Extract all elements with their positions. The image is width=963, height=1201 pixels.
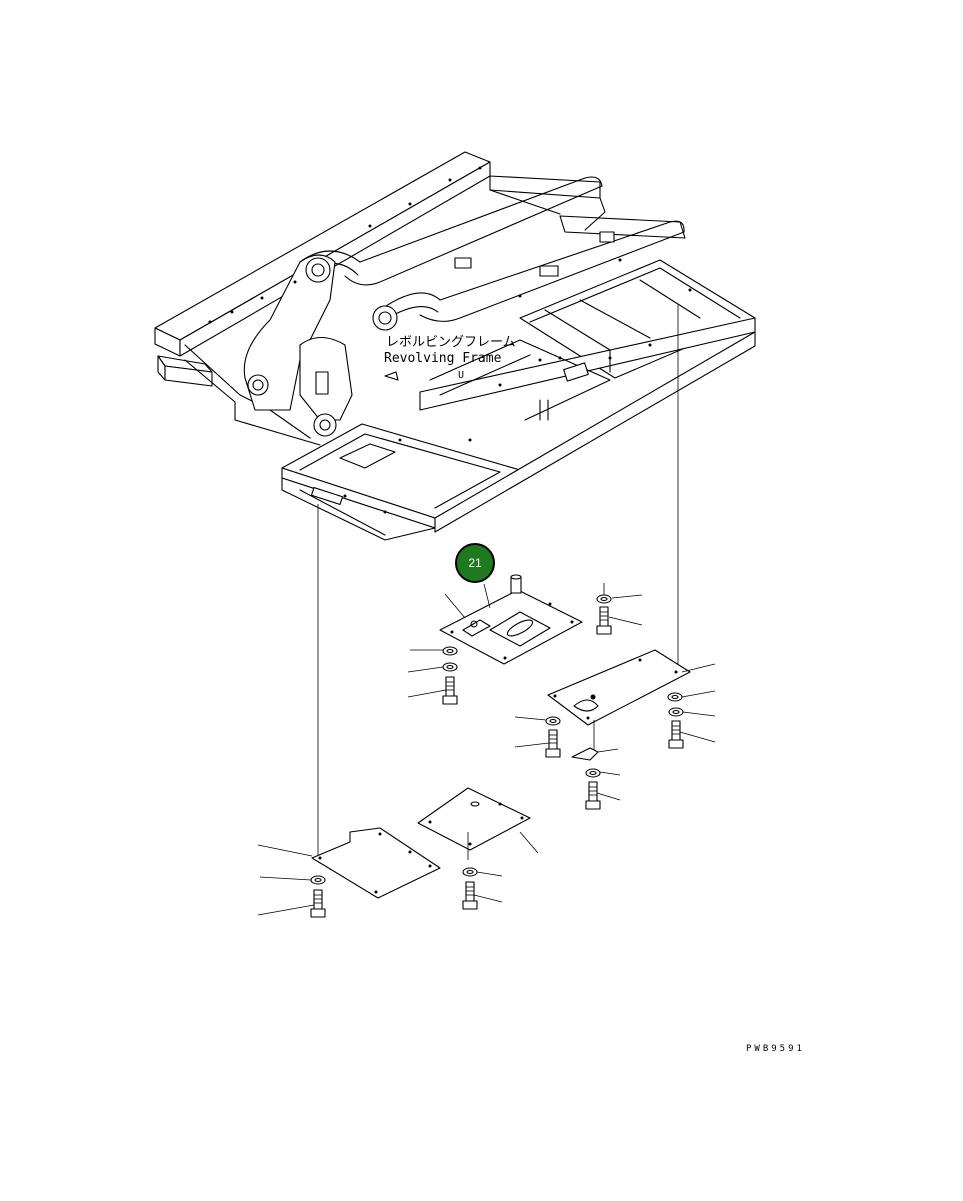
callout-21-number: 21 <box>468 556 482 570</box>
bolt <box>545 729 561 758</box>
washer <box>596 594 612 604</box>
frame-label-sub: U <box>458 370 464 381</box>
bolt <box>668 720 684 749</box>
fasteners <box>310 594 684 918</box>
cover-plate-upper <box>439 574 605 665</box>
washer <box>442 646 458 656</box>
callout-21-circle[interactable] <box>455 543 495 583</box>
cover-plate-lower-left <box>311 827 441 899</box>
bolt <box>596 606 612 635</box>
callout-21[interactable]: 21 <box>455 543 495 583</box>
leader-upper-cover <box>444 593 466 619</box>
cover-plate-right <box>547 649 691 761</box>
cover-plate-lower-middle <box>417 787 531 860</box>
washer <box>442 662 458 672</box>
revolving-frame <box>154 151 756 541</box>
bolt <box>462 881 478 910</box>
callout-leader <box>483 583 491 609</box>
washer <box>667 692 683 702</box>
washer <box>462 867 478 877</box>
bolt <box>442 676 458 705</box>
washer <box>310 875 326 885</box>
washer <box>545 716 561 726</box>
frame-label-en: Revolving Frame <box>384 351 502 366</box>
drawing-code: PWB9591 <box>746 1044 805 1054</box>
part-leader-lines <box>257 594 716 916</box>
frame-label-jp: レボルビングフレーム <box>386 335 516 350</box>
bolt <box>310 889 326 918</box>
washer <box>585 768 601 778</box>
bolt <box>585 781 601 810</box>
washer <box>668 707 684 717</box>
